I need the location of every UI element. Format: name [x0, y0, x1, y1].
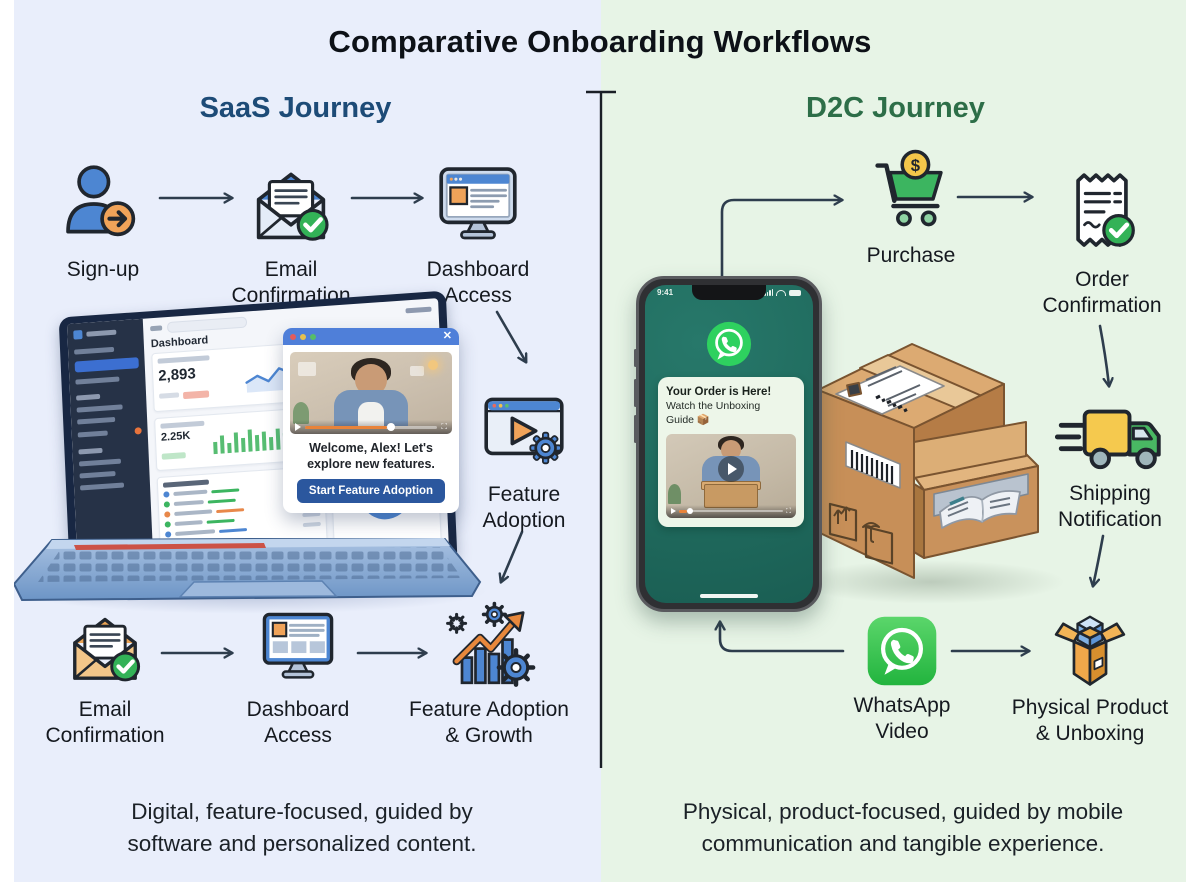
person-face	[721, 439, 741, 460]
welcome-video[interactable]: ⛶	[290, 352, 452, 434]
d2c-journey-heading: D2C Journey	[806, 92, 985, 124]
step-purchase: $ Purchase	[852, 149, 970, 269]
whatsapp-icon	[867, 616, 937, 686]
status-time: 9:41	[657, 288, 674, 297]
welcome-message: Welcome, Alex! Let's explore new feature…	[307, 441, 435, 471]
step-email-confirmation-bottom: Email Confirmation	[45, 604, 165, 748]
saas-journey-heading: SaaS Journey	[199, 92, 392, 124]
video-window-gear-icon	[484, 397, 564, 465]
box-shadow	[796, 560, 1066, 604]
wifi-icon	[776, 289, 786, 296]
step-label: Order Confirmation	[1042, 268, 1162, 317]
metric-value-2: 2.25K	[160, 429, 191, 444]
step-label: Sign-up	[66, 258, 140, 281]
receipt-check-icon	[1076, 173, 1135, 247]
monitor-dashboard-icon	[439, 167, 517, 240]
step-label: Purchase	[866, 244, 956, 267]
trend-badge-green	[161, 452, 186, 460]
laptop-keyboard	[14, 538, 482, 602]
window-dot-yellow-icon	[300, 333, 306, 340]
cardboard-box	[704, 483, 758, 508]
fullscreen-icon[interactable]: ⛶	[786, 507, 791, 515]
video-controls[interactable]: ⛶	[666, 504, 796, 518]
step-feature-adoption: Feature Adoption	[462, 385, 586, 533]
step-label: Physical Product & Unboxing	[1011, 696, 1169, 745]
window-dot-green-icon	[310, 333, 316, 340]
gear-icon	[529, 431, 562, 465]
battery-icon	[789, 289, 801, 296]
step-label: WhatsApp Video	[853, 694, 951, 743]
gear-icon	[496, 648, 536, 687]
search-input[interactable]	[166, 316, 248, 334]
window-dot-red-icon	[290, 333, 296, 340]
laptop-illustration: Dashboard 2,893	[10, 290, 490, 614]
step-whatsapp-video: WhatsApp Video	[843, 610, 961, 744]
page-title: Comparative Onboarding Workflows	[328, 24, 872, 59]
start-feature-adoption-button[interactable]: Start Feature Adoption	[296, 479, 446, 504]
fullscreen-icon[interactable]: ⛶	[441, 422, 447, 431]
step-signup: Sign-up	[48, 158, 158, 283]
d2c-caption: Physical, product-focused, guided by mob…	[682, 799, 1124, 856]
growth-chart-gears-icon	[446, 601, 536, 687]
close-icon[interactable]: ✕	[442, 330, 452, 342]
popup-titlebar: ✕	[283, 328, 459, 345]
dollar-symbol: $	[911, 156, 921, 175]
notification-dot	[134, 427, 142, 435]
play-icon[interactable]	[671, 508, 676, 515]
message-title: Your Order is Here!	[666, 386, 772, 398]
step-label: Feature Adoption	[482, 483, 566, 532]
lamp-glow	[428, 360, 438, 370]
onboarding-popup: ✕ ⛶ Welcome, Alex! Let's explore new fea…	[283, 328, 459, 514]
signup-user-icon	[66, 165, 136, 237]
gear-icon	[481, 601, 507, 627]
step-dashboard-access-bottom: Dashboard Access	[238, 604, 358, 748]
play-icon[interactable]	[295, 423, 301, 431]
metric-value: 2,893	[157, 365, 197, 385]
email-check-orange-icon	[73, 617, 141, 682]
step-label: Shipping Notification	[1058, 482, 1162, 531]
step-feature-adoption-growth: Feature Adoption & Growth	[408, 600, 570, 748]
plant	[668, 483, 681, 504]
video-controls[interactable]: ⛶	[290, 420, 452, 434]
email-check-icon	[256, 172, 329, 241]
plant	[293, 402, 309, 424]
open-box-icon	[1054, 615, 1126, 686]
message-body: Watch the Unboxing Guide 📦	[666, 400, 761, 427]
step-label: Email Confirmation	[45, 698, 165, 747]
sidebar-active-item[interactable]	[74, 357, 139, 373]
delivery-truck-icon	[1055, 409, 1161, 470]
phone-notch	[692, 285, 766, 300]
home-indicator	[700, 594, 758, 598]
step-label: Dashboard Access	[426, 258, 530, 307]
play-icon[interactable]	[718, 455, 744, 482]
step-physical-product: Physical Product & Unboxing	[1008, 606, 1172, 746]
gear-icon	[446, 612, 468, 634]
package-box-illustration	[817, 343, 1039, 579]
whatsapp-icon	[706, 321, 752, 367]
step-shipping-notification: Shipping Notification	[1038, 396, 1182, 532]
app-logo-icon	[73, 330, 83, 340]
whatsapp-message-card: Your Order is Here! Watch the Unboxing G…	[658, 377, 804, 527]
unboxing-video-thumbnail[interactable]: ⛶	[666, 433, 796, 518]
smartphone-illustration: 9:41 Your Order is Here! Watch the Unbox…	[634, 276, 822, 612]
step-dashboard-access-top: Dashboard Access	[412, 158, 544, 308]
trend-badge	[183, 390, 210, 400]
cart-dollar-icon: $	[875, 149, 943, 227]
step-label: Dashboard Access	[246, 698, 350, 747]
monitor-dashboard-icon	[262, 612, 334, 679]
whatsapp-screen: 9:41 Your Order is Here! Watch the Unbox…	[645, 285, 813, 603]
dashboard-sidebar	[66, 318, 154, 574]
saas-caption: Digital, feature-focused, guided by soft…	[127, 799, 477, 856]
step-email-confirmation-top: Email Confirmation	[225, 158, 357, 308]
step-order-confirmation: Order Confirmation	[1032, 162, 1172, 318]
step-label: Feature Adoption & Growth	[409, 698, 569, 747]
